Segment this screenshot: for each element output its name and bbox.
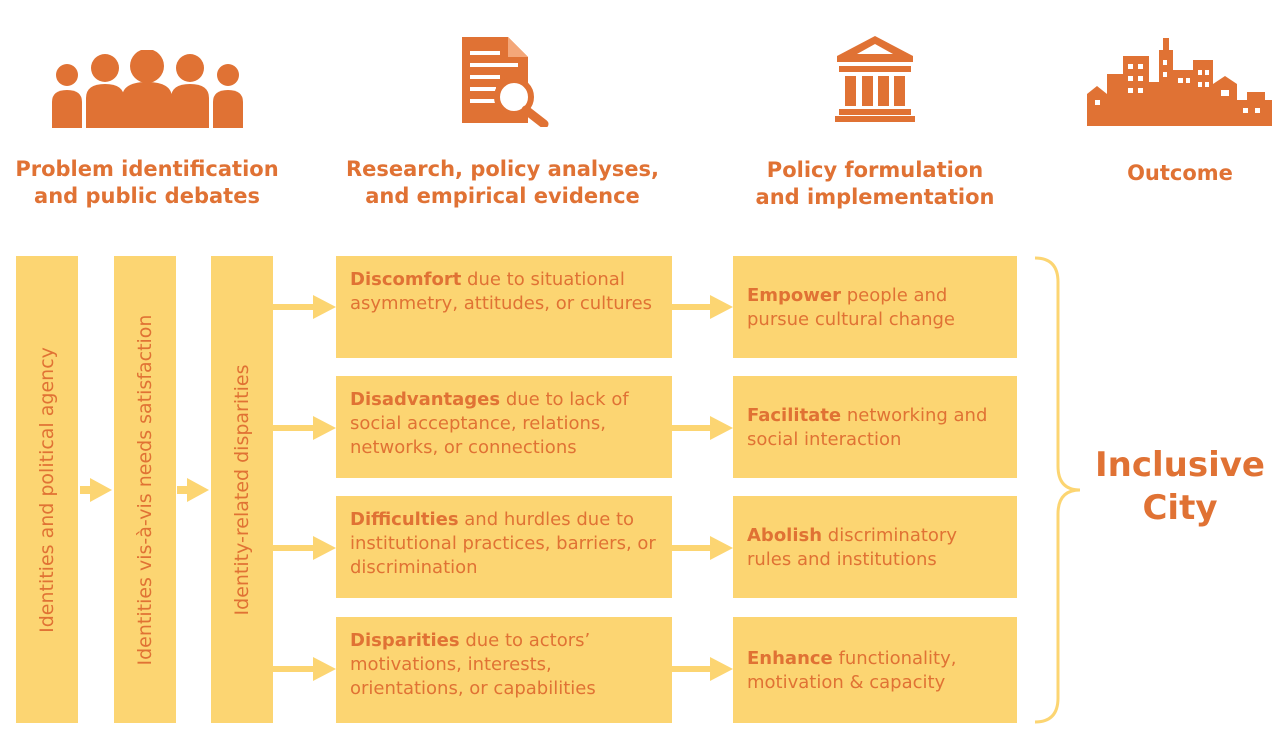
arrow-right-icon bbox=[672, 536, 733, 560]
policy-box-facilitate: Facilitate networking and social interac… bbox=[733, 376, 1017, 478]
policy-box-enhance: Enhance functionality, motivation & capa… bbox=[733, 617, 1017, 723]
column-title-line: Policy formulation bbox=[766, 158, 984, 182]
arrow-right-icon bbox=[672, 657, 733, 681]
box-text: discriminatory rules and institutions bbox=[747, 525, 957, 570]
people-group-icon bbox=[52, 50, 243, 128]
box-keyword: Disparities bbox=[350, 630, 460, 651]
vertical-bar-identities-agency: Identities and political agency bbox=[16, 256, 78, 723]
research-box-disadvantages: Disadvantages due to lack of social acce… bbox=[336, 376, 672, 478]
arrow-right-icon bbox=[273, 416, 336, 440]
box-text: functionality, motivation & capacity bbox=[747, 648, 957, 693]
research-box-difficulties: Difficulties and hurdles due to institut… bbox=[336, 496, 672, 598]
vertical-bar-needs-satisfaction: Identities vis-à-vis needs satisfaction bbox=[114, 256, 176, 723]
arrow-right-icon bbox=[672, 416, 733, 440]
column-title-line: Outcome bbox=[1127, 161, 1233, 185]
box-text: due to actors’ motivations, interests, o… bbox=[350, 630, 596, 699]
column-title-line: and public debates bbox=[34, 184, 260, 208]
column-title-research: Research, policy analyses, and empirical… bbox=[340, 156, 665, 210]
policy-box-empower: Empower people and pursue cultural chang… bbox=[733, 256, 1017, 358]
box-keyword: Disadvantages bbox=[350, 389, 501, 410]
research-box-disparities: Disparities due to actors’ motivations, … bbox=[336, 617, 672, 723]
column-title-outcome: Outcome bbox=[1090, 160, 1270, 187]
government-building-icon bbox=[835, 36, 915, 122]
box-text: due to situational asymmetry, attitudes,… bbox=[350, 269, 653, 314]
arrow-right-icon bbox=[273, 657, 336, 681]
document-search-icon bbox=[462, 37, 549, 127]
column-title-line: and empirical evidence bbox=[365, 184, 640, 208]
box-keyword: Facilitate bbox=[747, 405, 842, 426]
box-keyword: Discomfort bbox=[350, 269, 462, 290]
policy-box-abolish: Abolish discriminatory rules and institu… bbox=[733, 496, 1017, 598]
column-title-line: and implementation bbox=[755, 185, 995, 209]
arrow-right-icon bbox=[672, 295, 733, 319]
box-keyword: Enhance bbox=[747, 648, 833, 669]
outcome-line: City bbox=[1142, 488, 1218, 528]
arrow-right-icon bbox=[177, 478, 209, 502]
box-text: due to lack of social acceptance, relati… bbox=[350, 389, 629, 458]
box-keyword: Difficulties bbox=[350, 509, 459, 530]
column-title-policy: Policy formulation and implementation bbox=[730, 157, 1020, 211]
column-title-line: Problem identification bbox=[15, 157, 279, 181]
column-title-problem: Problem identification and public debate… bbox=[2, 156, 292, 210]
box-keyword: Abolish bbox=[747, 525, 823, 546]
box-keyword: Empower bbox=[747, 285, 842, 306]
box-text: and hurdles due to institutional practic… bbox=[350, 509, 656, 578]
outcome-label: Inclusive City bbox=[1090, 444, 1270, 530]
arrow-right-icon bbox=[273, 295, 336, 319]
column-title-line: Research, policy analyses, bbox=[345, 157, 660, 181]
curly-brace-icon bbox=[1034, 256, 1081, 724]
research-box-discomfort: Discomfort due to situational asymmetry,… bbox=[336, 256, 672, 358]
city-skyline-icon bbox=[1087, 38, 1272, 126]
arrow-right-icon bbox=[80, 478, 112, 502]
outcome-line: Inclusive bbox=[1095, 445, 1265, 485]
arrow-right-icon bbox=[273, 536, 336, 560]
box-text: networking and social interaction bbox=[747, 405, 988, 450]
box-text: people and pursue cultural change bbox=[747, 285, 955, 330]
vertical-bar-disparities: Identity-related disparities bbox=[211, 256, 273, 723]
